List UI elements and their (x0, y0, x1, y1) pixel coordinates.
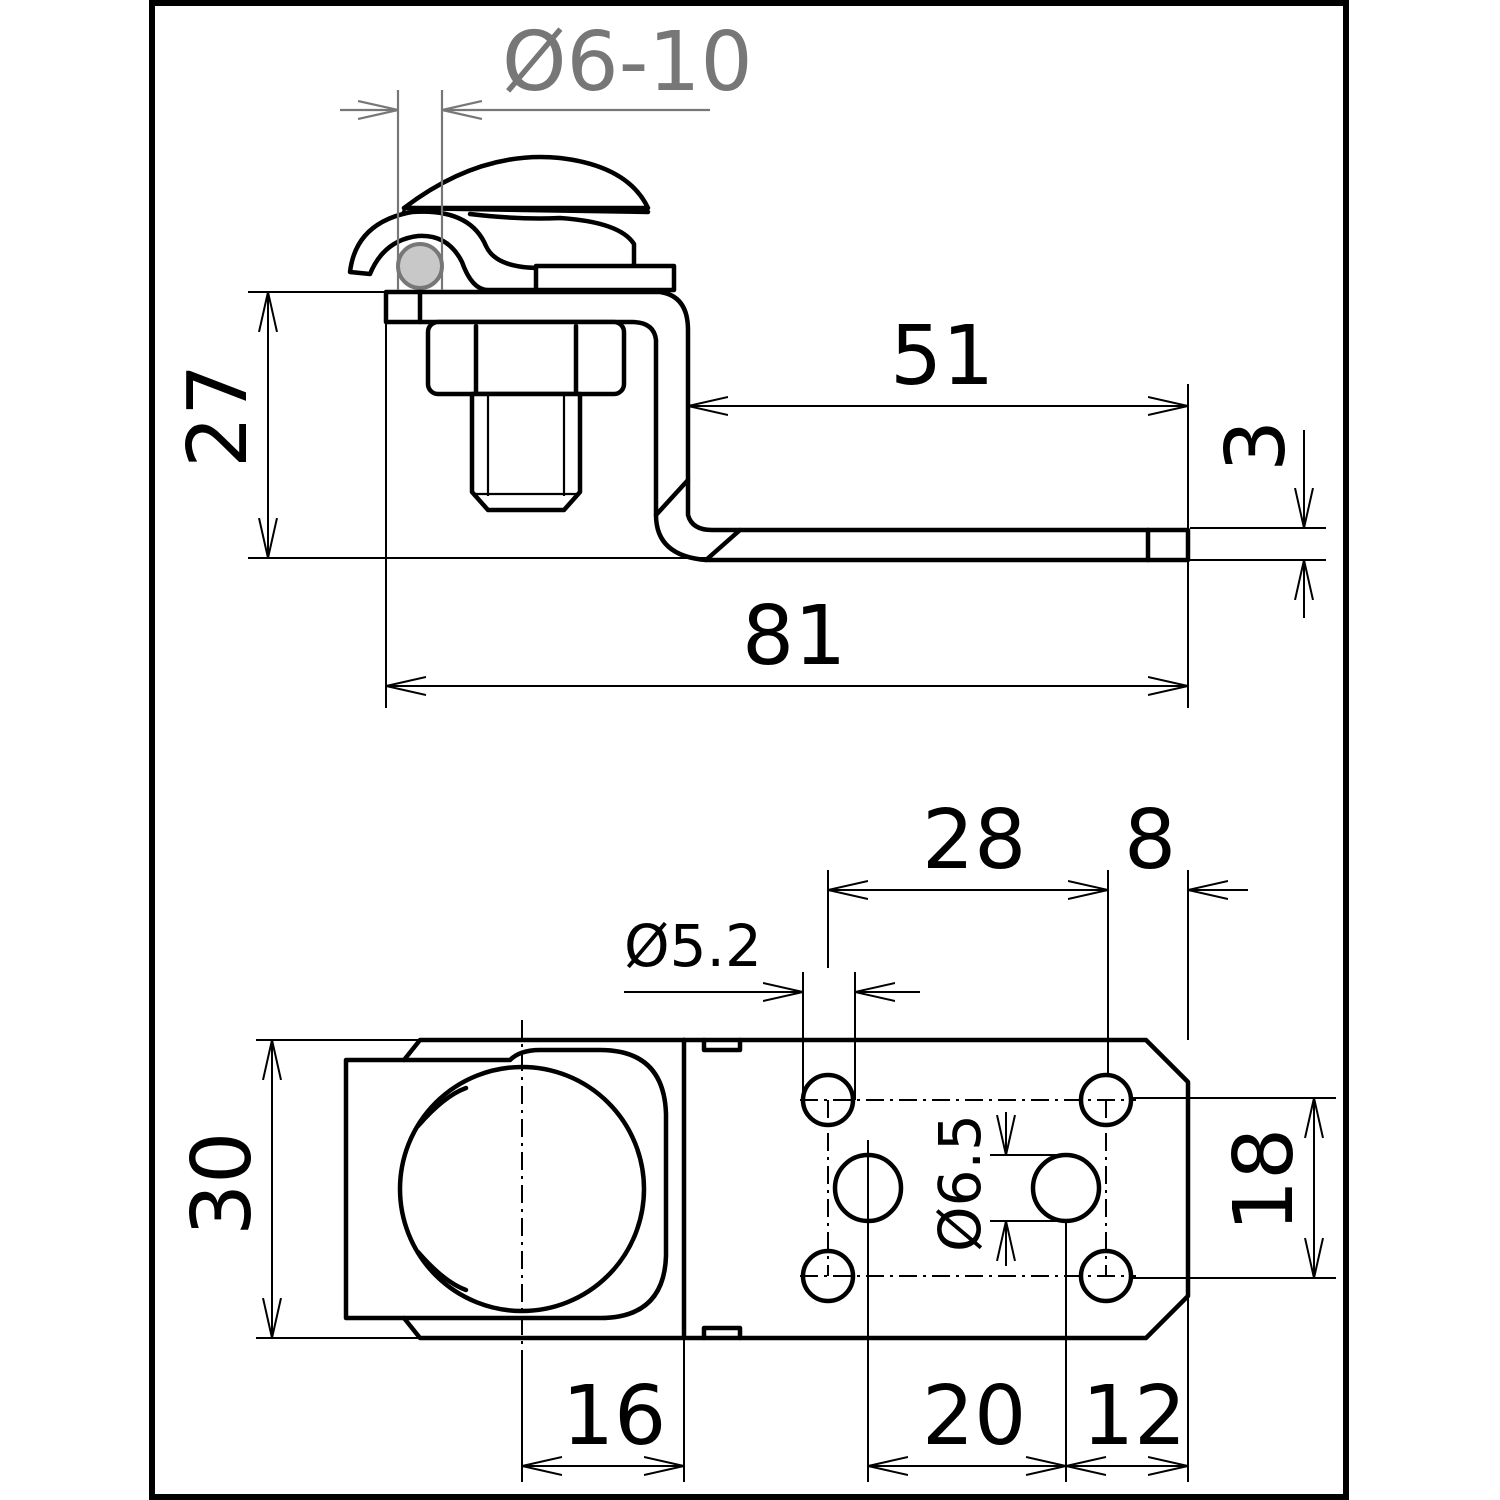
label-end-distance: 12 (1082, 1369, 1186, 1464)
top-view: 28 8 Ø5.2 Ø6.5 18 (175, 793, 1336, 1482)
drawing-frame (149, 0, 1349, 1500)
dimension-small-hole-diameter: Ø5.2 (624, 912, 920, 1100)
side-view: Ø6-10 27 51 81 (171, 15, 1326, 708)
dimension-large-hole-diameter: Ø6.5 (926, 1112, 1066, 1266)
label-thickness: 3 (1209, 420, 1304, 472)
label-cable-diameter: Ø6-10 (502, 15, 753, 110)
label-large-hole-diameter: Ø6.5 (926, 1114, 994, 1252)
label-width: 30 (175, 1132, 270, 1236)
clamp-dome-cap (401, 154, 651, 211)
strip-outline (681, 1037, 1191, 1341)
label-strip-length: 51 (890, 309, 994, 404)
conductor-cable (396, 242, 444, 290)
dimension-clamp-offset: 16 (521, 1338, 685, 1482)
upper-clamp-plate (533, 263, 677, 293)
label-total-length: 81 (742, 589, 846, 684)
dimension-end-distance: 12 (1066, 1296, 1189, 1482)
dimension-height: 27 (171, 291, 706, 559)
dimension-large-hole-spacing: 20 (867, 1140, 1067, 1482)
label-hole-spacing-long: 28 (922, 793, 1026, 888)
dimension-total-length: 81 (385, 322, 1189, 708)
label-clamp-offset: 16 (562, 1369, 666, 1464)
label-hole-spacing-vertical: 18 (1217, 1128, 1312, 1232)
dimension-strip-length: 51 (688, 309, 1189, 530)
bolt-thread (469, 391, 583, 513)
dimension-cable-diameter: Ø6-10 (340, 15, 753, 290)
clamp-housing (343, 1047, 669, 1321)
dimension-thickness: 3 (1190, 420, 1326, 618)
label-large-hole-spacing: 20 (922, 1369, 1026, 1464)
label-edge-distance: 8 (1124, 793, 1176, 888)
label-small-hole-diameter: Ø5.2 (624, 912, 762, 980)
cable-hook (347, 209, 543, 293)
label-height: 27 (171, 364, 266, 468)
dimension-edge-distance: 8 (1124, 793, 1248, 890)
dimension-width: 30 (175, 1039, 420, 1339)
hex-nut (425, 319, 627, 397)
dimension-hole-spacing-vertical: 18 (1132, 1097, 1336, 1279)
hole-large-right (1030, 1152, 1102, 1224)
